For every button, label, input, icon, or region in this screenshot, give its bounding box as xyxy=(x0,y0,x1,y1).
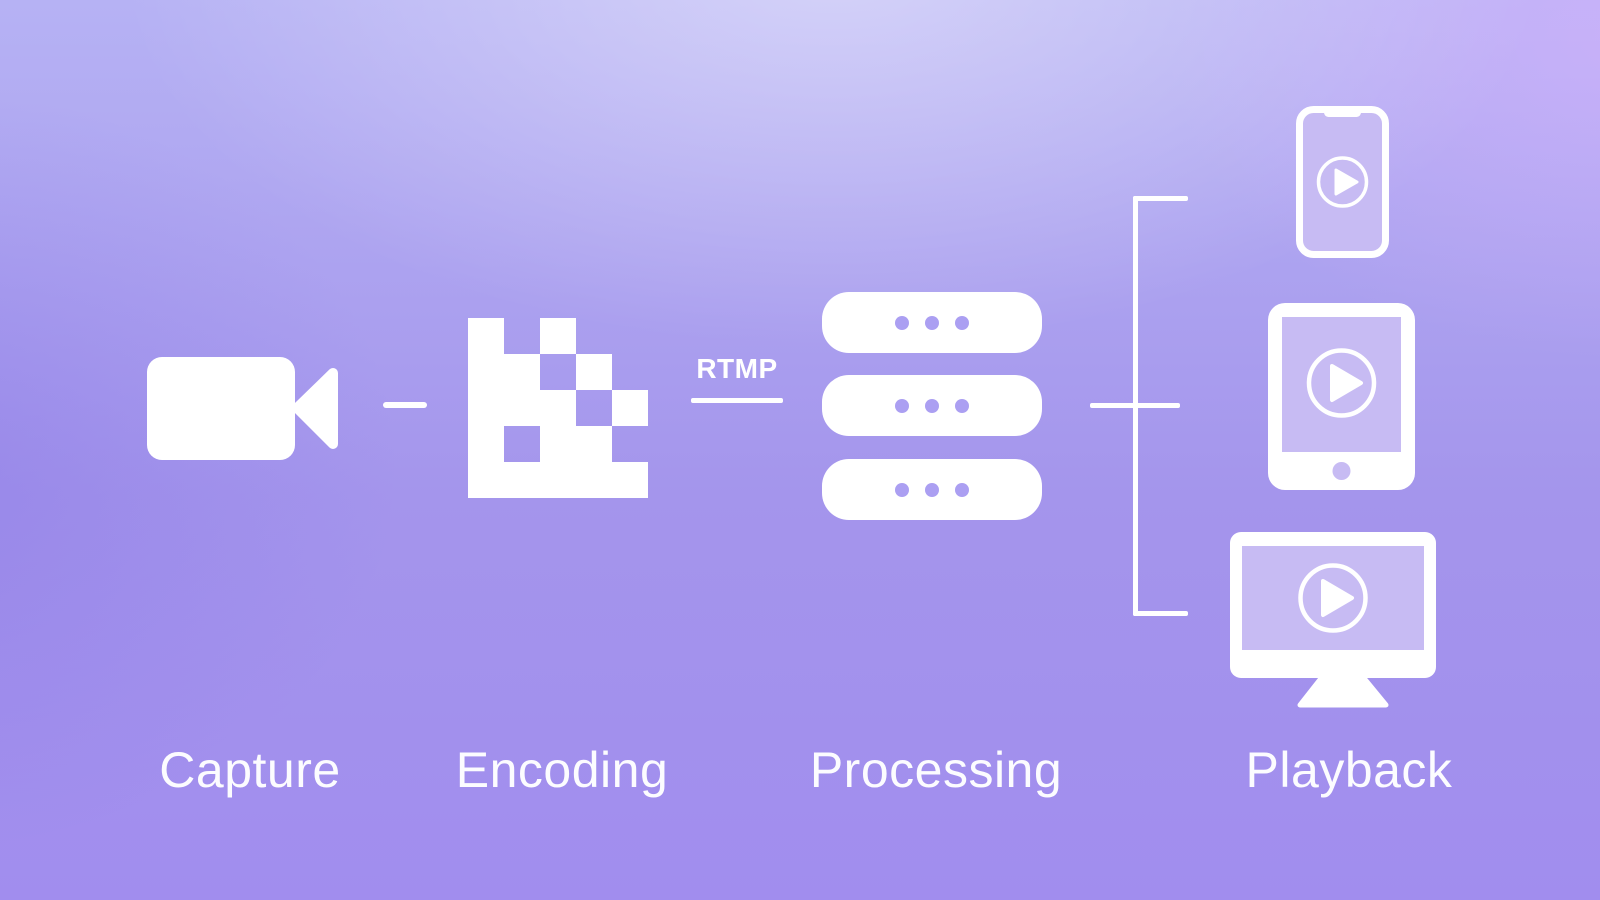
pixel-cell xyxy=(612,354,648,390)
server-dot xyxy=(955,315,969,330)
pixel-cell xyxy=(576,318,612,354)
pixel-cell xyxy=(612,318,648,354)
tablet-home-button xyxy=(1332,462,1351,480)
connector-dash xyxy=(383,402,427,408)
pixel-cell xyxy=(468,390,504,426)
server-bar xyxy=(822,459,1042,520)
play-button-icon xyxy=(1316,156,1369,208)
bracket-bottom-arm xyxy=(1133,611,1188,616)
pixel-cell xyxy=(540,318,576,354)
pixel-cell xyxy=(540,390,576,426)
pixel-cell xyxy=(540,426,576,462)
pixel-cell xyxy=(504,426,540,462)
pixel-cell xyxy=(504,318,540,354)
pixel-cell xyxy=(576,390,612,426)
desktop-monitor-icon xyxy=(1230,532,1436,708)
play-button-icon xyxy=(1298,563,1368,633)
rtmp-connector: RTMP xyxy=(691,354,783,403)
pixel-cell xyxy=(468,462,504,498)
stage-label-playback: Playback xyxy=(1245,742,1453,798)
pixel-cell xyxy=(576,426,612,462)
tablet-icon xyxy=(1268,303,1415,490)
pixel-cell xyxy=(540,462,576,498)
pixel-cell xyxy=(540,354,576,390)
stage-label-encoding: Encoding xyxy=(455,742,669,798)
stage-label-capture: Capture xyxy=(159,742,341,798)
pixel-cell xyxy=(468,318,504,354)
server-bar xyxy=(822,375,1042,436)
pixel-cell xyxy=(612,462,648,498)
pixel-cell xyxy=(504,390,540,426)
play-button-icon xyxy=(1306,348,1377,418)
rtmp-connector-line xyxy=(691,398,783,403)
monitor-stand xyxy=(1297,674,1389,708)
pixel-cell xyxy=(468,426,504,462)
pixel-blocks-icon xyxy=(468,318,648,498)
pixel-cell xyxy=(504,462,540,498)
server-dot xyxy=(895,315,909,330)
server-bar xyxy=(822,292,1042,353)
server-dot xyxy=(925,315,939,330)
pixel-cell xyxy=(468,354,504,390)
server-dot xyxy=(955,398,969,413)
pixel-cell xyxy=(504,354,540,390)
server-dot xyxy=(925,398,939,413)
bracket-vertical-line xyxy=(1133,196,1138,616)
pixel-cell xyxy=(612,390,648,426)
server-dot xyxy=(895,398,909,413)
server-dot xyxy=(955,482,969,497)
bracket-top-arm xyxy=(1133,196,1188,201)
server-dot xyxy=(895,482,909,497)
server-dot xyxy=(925,482,939,497)
smartphone-icon xyxy=(1296,106,1389,258)
video-camera-icon xyxy=(147,357,338,460)
pixel-cell xyxy=(576,354,612,390)
pixel-cell xyxy=(576,462,612,498)
pixel-cell xyxy=(612,426,648,462)
stage-label-processing: Processing xyxy=(809,742,1063,798)
rtmp-protocol-label: RTMP xyxy=(696,353,778,384)
